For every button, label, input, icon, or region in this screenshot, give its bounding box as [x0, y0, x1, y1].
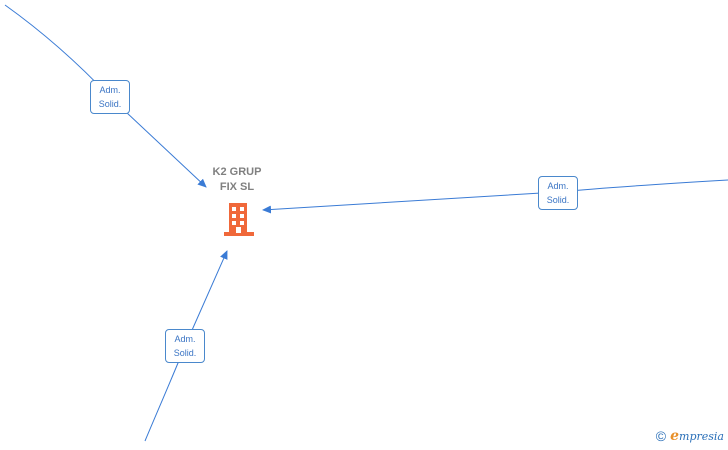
company-name-line1: K2 GRUP	[212, 166, 262, 178]
brand-initial: e	[670, 428, 680, 444]
brand-rest: mpresia	[679, 430, 724, 443]
edge-label-line1: Adm.	[547, 181, 569, 191]
edge-line-right	[262, 179, 728, 214]
company-name-line2: FIX SL	[219, 181, 255, 193]
brand-logo: empresia	[670, 428, 724, 444]
edge-label-top-left[interactable]: Adm. Solid.	[90, 80, 130, 114]
edge-label-line2: Solid.	[173, 348, 197, 358]
copyright-symbol: ©	[655, 428, 667, 444]
company-name[interactable]: K2 GRUP FIX SL	[187, 165, 287, 195]
footer-brand: © empresia	[656, 427, 724, 445]
edge-label-line2: Solid.	[546, 195, 570, 205]
edge-label-line2: Solid.	[98, 99, 122, 109]
edge-label-bottom[interactable]: Adm. Solid.	[165, 329, 205, 363]
edge-label-line1: Adm.	[99, 85, 121, 95]
edge-label-right[interactable]: Adm. Solid.	[538, 176, 578, 210]
building-icon[interactable]	[223, 201, 255, 237]
edge-label-line1: Adm.	[174, 334, 196, 344]
